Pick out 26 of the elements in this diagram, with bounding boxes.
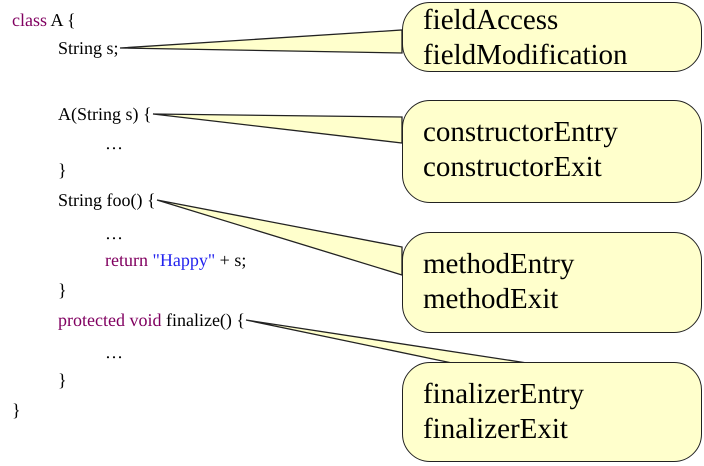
code-line: String s; [58, 38, 119, 58]
code-line: class A { [12, 10, 76, 30]
callout-pointer [156, 199, 403, 276]
code-line: return "Happy" + s; [105, 250, 246, 270]
code-line: } [58, 160, 67, 180]
event-name: fieldModification [423, 38, 628, 73]
code-line: … [105, 133, 123, 153]
event-name: constructorExit [423, 150, 602, 185]
code-line: String foo() { [58, 190, 156, 210]
code-line: } [58, 370, 67, 390]
event-name: finalizerEntry [423, 377, 584, 412]
callout-bubble [402, 100, 702, 203]
callout-pointer [152, 113, 403, 144]
code-line: } [12, 400, 21, 420]
event-name: finalizerExit [423, 412, 568, 447]
event-name: constructorEntry [423, 115, 618, 150]
code-line: A(String s) { [58, 104, 152, 124]
code-line: … [105, 342, 123, 362]
event-name: fieldAccess [423, 3, 558, 38]
event-name: methodEntry [423, 247, 574, 282]
code-line: protected void finalize() { [58, 310, 246, 330]
callout-bubble [402, 2, 702, 72]
event-name: methodExit [423, 282, 558, 317]
code-line: … [105, 223, 123, 243]
code-line: } [58, 280, 67, 300]
callout-pointer [119, 29, 403, 54]
